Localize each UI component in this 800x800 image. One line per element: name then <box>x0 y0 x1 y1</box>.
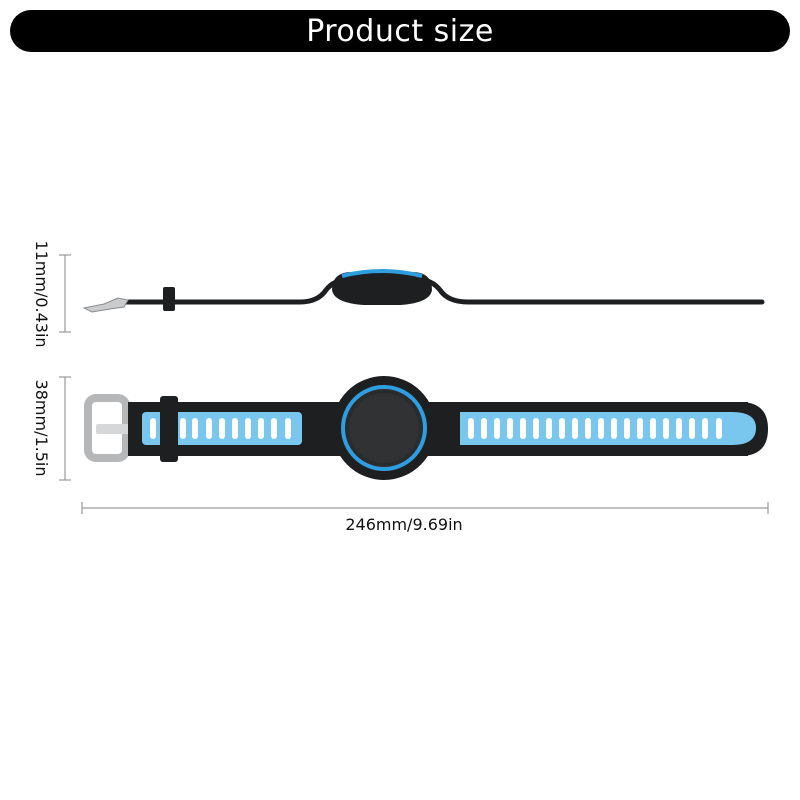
side-strap-line <box>117 277 765 305</box>
length-dimension: 246mm/9.69in <box>81 502 769 534</box>
thickness-dimension: 11mm/0.43in <box>32 240 71 348</box>
strap-holes-right <box>468 418 722 439</box>
side-buckle <box>82 297 129 313</box>
side-tracker-accent <box>341 269 423 278</box>
thickness-label: 11mm/0.43in <box>32 240 51 347</box>
front-keeper <box>160 396 178 462</box>
title-bar: Product size <box>10 10 790 52</box>
page-title: Product size <box>306 13 494 49</box>
strap-side-view <box>82 269 765 313</box>
tracker-face <box>349 393 419 463</box>
strap-holes-left <box>150 418 291 439</box>
width-dimension: 38mm/1.5in <box>32 376 71 481</box>
side-tracker-body <box>332 272 432 305</box>
strap-accent-right <box>460 412 756 445</box>
buckle-pin <box>96 424 136 434</box>
length-label: 246mm/9.69in <box>345 515 462 534</box>
width-label: 38mm/1.5in <box>32 380 51 477</box>
strap-front-view <box>84 376 768 480</box>
side-keeper <box>163 287 175 311</box>
